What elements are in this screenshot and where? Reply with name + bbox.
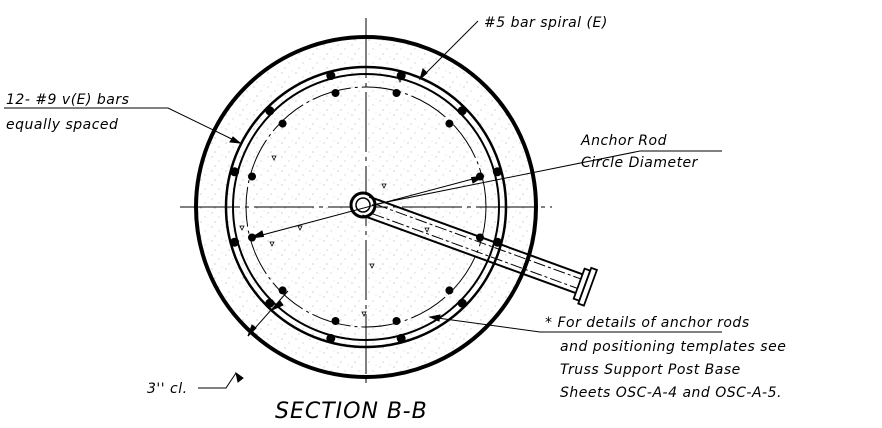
vertical-bar-11-outer [457,106,467,116]
vertical-bar-6-outer [230,237,240,247]
vertical-bar-3-inner [392,317,401,325]
vertical-bar-2-inner [445,286,454,295]
vertical-bar-5-outer [265,298,275,308]
leaders [4,20,722,389]
vertical-bar-12-outer [492,167,502,177]
clearance-dimension [247,290,289,337]
section-title: SECTION B-B [275,399,428,423]
aggregate-marks [239,77,430,317]
label-note-4: Sheets OSC-A-4 and OSC-A-5. [560,385,782,401]
label-anchor-2: Circle Diameter [581,155,699,171]
vertical-bar-7-inner [248,172,256,181]
vertical-bar-2-outer [457,298,467,308]
label-anchor-1: Anchor Rod [580,133,667,149]
label-vbars-1: 12- #9 v(E) bars [6,92,129,108]
vertical-bar-11-inner [445,119,454,128]
label-note-2: and positioning templates see [560,339,786,355]
vertical-bar-7-outer [230,167,240,177]
label-clearance: 3'' cl. [147,381,188,397]
center-rod-inner [355,197,371,213]
anchor-diameter-dimension [250,175,485,239]
label-vbars-2: equally spaced [6,117,118,133]
label-note-1: * For details of anchor rods [545,315,750,331]
vertical-bar-9-inner [331,89,340,97]
positioning-template [362,195,599,307]
label-note-3: Truss Support Post Base [560,362,741,378]
vertical-bar-3-outer [396,333,406,343]
vertical-bar-4-outer [326,333,336,343]
vertical-bar-10-inner [392,89,401,97]
vertical-bar-5-inner [278,286,287,295]
vertical-bar-8-inner [278,119,287,128]
vertical-bar-8-outer [265,106,275,116]
label-spiral: #5 bar spiral (E) [484,15,608,31]
vertical-bar-9-outer [326,71,336,81]
vertical-bar-4-inner [331,317,340,325]
